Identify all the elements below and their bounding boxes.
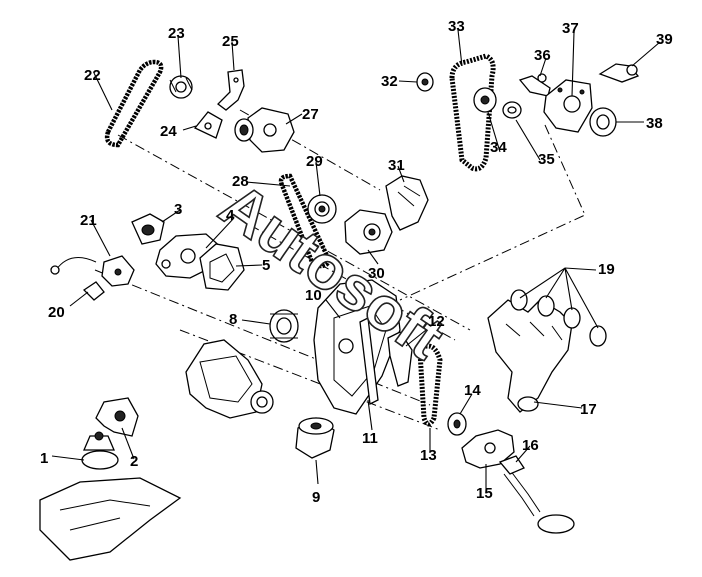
callout-11: 11 — [362, 430, 378, 447]
part-32-sprocket — [416, 72, 434, 92]
part-30-oil-pump — [344, 209, 393, 255]
callout-12: 12 — [428, 313, 445, 330]
callout-39: 39 — [656, 31, 673, 48]
part-34-sprocket — [473, 87, 497, 113]
callout-37: 37 — [562, 20, 579, 37]
callout-4: 4 — [226, 207, 235, 224]
part-37-cover-plate — [543, 79, 593, 133]
leader-lines — [51, 29, 661, 488]
part-39-sensor — [598, 63, 640, 83]
callout-27: 27 — [302, 106, 319, 123]
part-11-gasket — [359, 317, 379, 405]
callout-9: 9 — [312, 489, 320, 506]
part-13-chain — [417, 343, 443, 427]
part-8-crank-sprocket — [269, 309, 299, 343]
callout-14: 14 — [464, 382, 481, 399]
part-2-mount-bracket — [95, 397, 139, 437]
part-22-timing-belt — [104, 59, 164, 148]
part-block-assembly — [185, 339, 274, 419]
part-5-gasket — [199, 243, 245, 291]
callout-35: 35 — [538, 151, 555, 168]
part-15-oil-pump-body — [461, 429, 515, 469]
callout-30: 30 — [368, 265, 385, 282]
callout-3: 3 — [174, 201, 182, 218]
part-3-thermostat-housing — [131, 213, 165, 245]
part-31-mount-bracket — [385, 175, 429, 231]
callout-33: 33 — [448, 18, 465, 35]
callout-36: 36 — [534, 47, 551, 64]
callout-5: 5 — [262, 257, 270, 274]
part-9-oil-filter — [295, 417, 335, 459]
callout-29: 29 — [306, 153, 323, 170]
callout-2: 2 — [130, 453, 138, 470]
callout-24: 24 — [160, 123, 177, 140]
callout-28: 28 — [232, 173, 249, 190]
part-19-gaskets — [510, 289, 607, 347]
callout-34: 34 — [490, 139, 507, 156]
part-20-sensor — [50, 257, 105, 301]
callout-13: 13 — [420, 447, 437, 464]
part-1-engine-mount — [81, 431, 119, 470]
part-17-exhaust-manifold — [487, 299, 573, 413]
callout-23: 23 — [168, 25, 185, 42]
part-subframe — [39, 477, 182, 561]
part-33-timing-chain — [449, 53, 496, 172]
part-16-oil-pickup — [498, 455, 575, 534]
part-23-bushing — [169, 75, 193, 99]
callout-10: 10 — [305, 287, 322, 304]
callout-1: 1 — [40, 450, 48, 467]
callout-16: 16 — [522, 437, 539, 454]
callout-21: 21 — [80, 212, 97, 229]
callout-15: 15 — [476, 485, 493, 502]
callout-22: 22 — [84, 67, 101, 84]
part-36-tensioner — [518, 73, 551, 97]
part-29-pulley — [307, 194, 337, 224]
part-28-belt — [278, 173, 331, 269]
callout-labels: 1 2 3 4 5 8 9 10 11 12 13 14 15 16 17 19… — [40, 18, 673, 506]
callout-31: 31 — [388, 157, 405, 174]
part-14-sprocket — [447, 412, 467, 436]
callout-32: 32 — [381, 73, 398, 90]
callout-20: 20 — [48, 304, 65, 321]
part-35-bushing — [502, 101, 522, 119]
callout-25: 25 — [222, 33, 239, 50]
callout-17: 17 — [580, 401, 597, 418]
callout-8: 8 — [229, 311, 237, 328]
part-21-sensor-bracket — [101, 255, 135, 287]
part-24-tensioner-bracket — [193, 111, 223, 139]
callout-38: 38 — [646, 115, 663, 132]
part-38-sprocket — [589, 107, 636, 137]
part-25-bracket — [217, 69, 245, 111]
part-27-water-pump — [234, 107, 295, 153]
callout-19: 19 — [598, 261, 615, 278]
